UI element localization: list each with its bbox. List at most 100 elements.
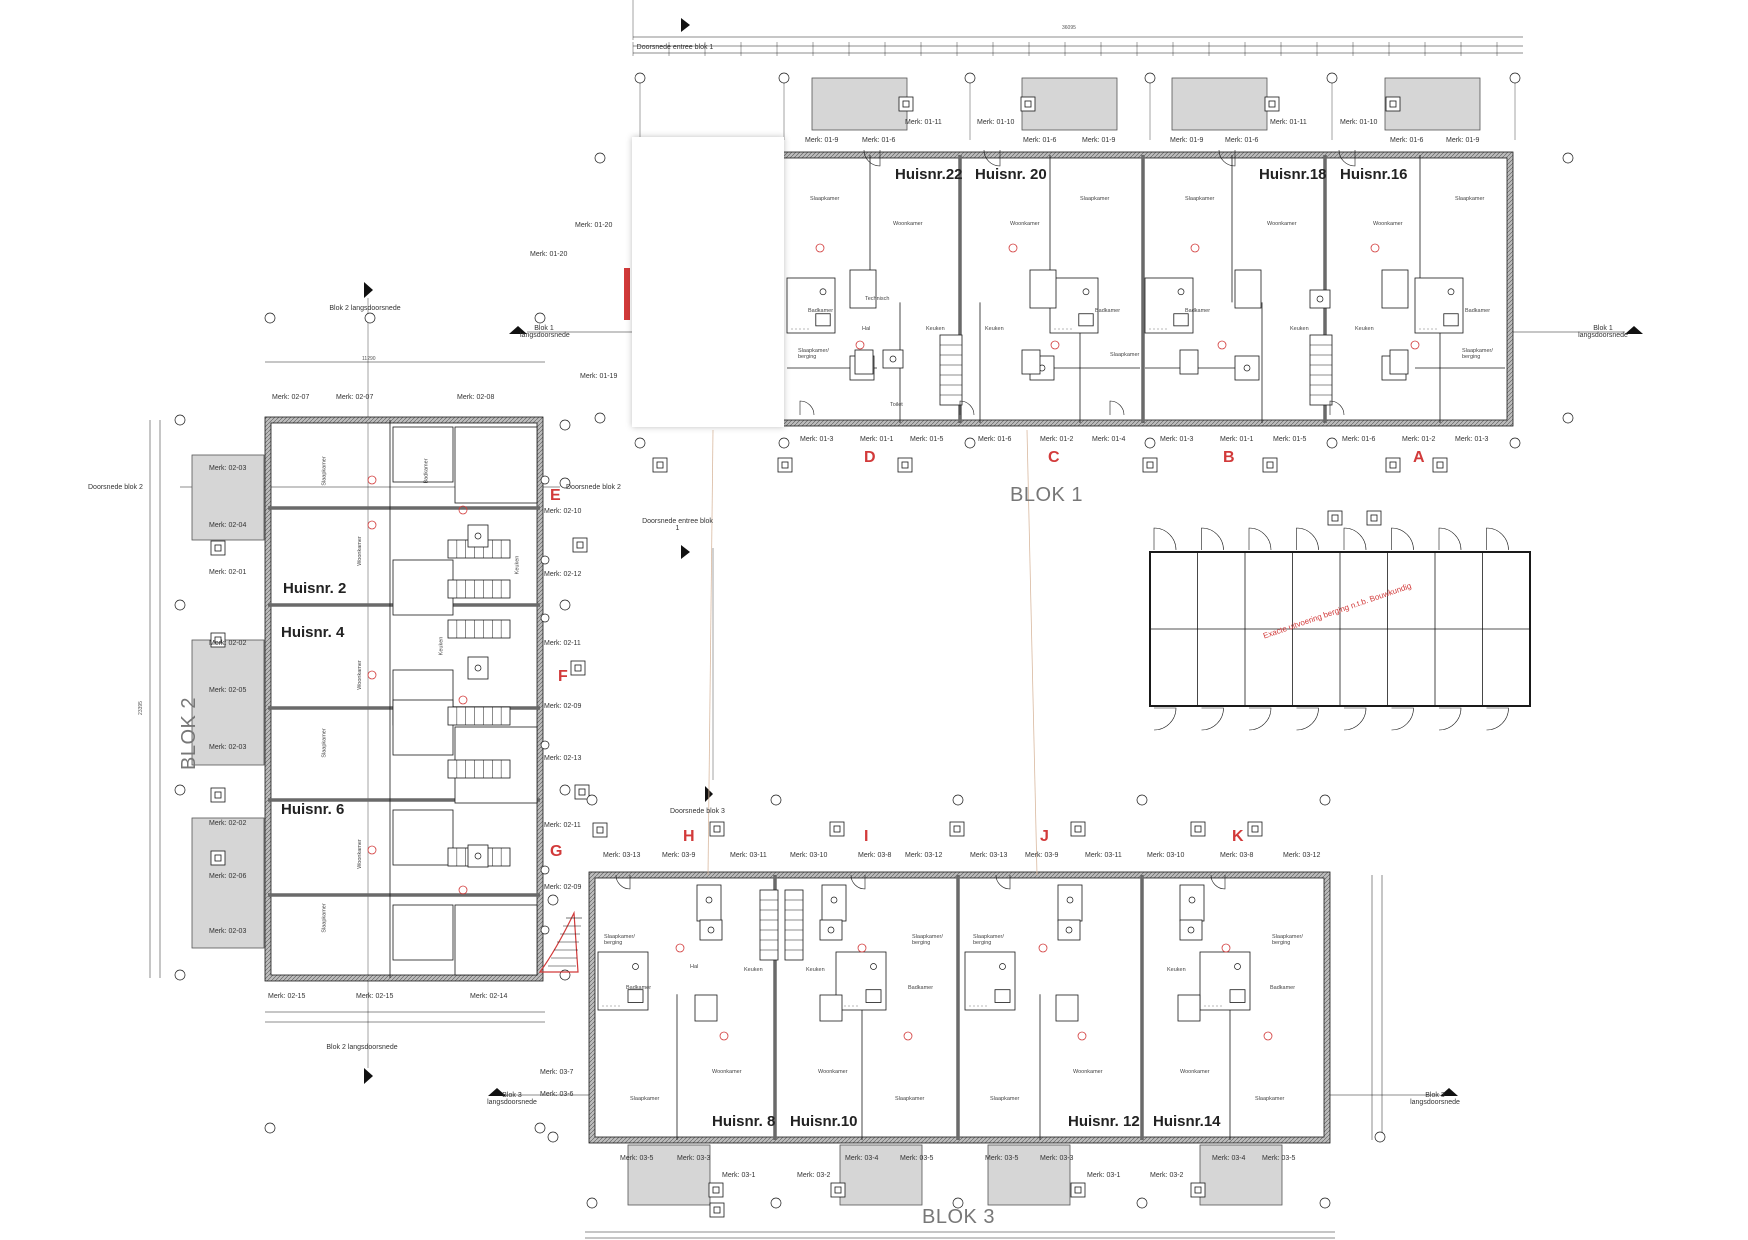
merk-label: Merk: 03-13 [603,852,641,859]
section-label: Blok 1 langsdoorsnede [520,325,570,339]
merk-label: Merk: 02-10 [544,508,582,515]
room-label: Keuken [744,967,763,973]
bedroom [454,426,538,504]
door-swing [863,149,881,167]
merk-label: Merk: 02-03 [209,928,247,935]
column-marker [1436,461,1444,469]
unit-letter-a: A [1413,449,1425,466]
hob [1187,926,1195,934]
door-bubble [540,555,550,565]
technical-room [819,994,843,1022]
unit-letter-e: E [550,487,561,504]
dimension-value: 36095 [1062,25,1076,31]
toilet-bowl [1066,896,1074,904]
merk-label: Merk: 03-10 [790,852,828,859]
merk-label: Merk: 01-10 [977,119,1015,126]
bathroom [392,904,454,961]
grid-bubble [586,794,598,806]
room-label: Hal [862,326,871,332]
annex [839,1144,923,1206]
room-label: Keuken [806,967,825,973]
block-2-label: BLOK 2 [178,696,200,770]
merk-label: Merk: 01-3 [1455,436,1489,443]
room-label: Woonkamer [356,536,363,566]
sink [994,989,1011,1003]
grid-bubble [534,1122,546,1134]
overlay-panel [632,137,784,427]
room-label: Slaapkamer [895,1096,925,1102]
annex [191,639,265,766]
merk-label: Merk: 03-3 [677,1155,711,1162]
door-swing [1338,149,1356,167]
wall-outline [270,422,538,976]
annex [1171,77,1268,131]
room-label: Woonkamer [712,1069,742,1075]
grid-bubble [559,419,571,431]
merk-label: Merk: 03-12 [1283,852,1321,859]
bathroom [392,426,454,483]
room-label: Woonkamer [893,221,923,227]
room-label: Slaapkamer [321,728,328,758]
unit-letter-b: B [1223,449,1235,466]
house-number-6: Huisnr. 6 [281,801,345,818]
sink [1173,313,1189,327]
merk-label: Merk: 03-1 [1087,1172,1121,1179]
annex [191,454,265,541]
stair [784,889,804,961]
room-label: Woonkamer [1010,221,1040,227]
merk-label: Merk: 01-9 [1446,137,1480,144]
merk-label: Merk: 03-12 [905,852,943,859]
bathroom [1144,277,1194,334]
merk-label: Merk: 03-7 [540,1069,574,1076]
room-tag [1038,943,1048,953]
room-tag [1221,943,1231,953]
door-swing [1438,527,1462,551]
room-label: Slaapkamer [321,903,328,933]
room-label: Slaapkamer/ berging [1462,348,1493,360]
section-label: Blok 1 langsdoorsnede [1578,325,1628,339]
door-swing [1153,527,1177,551]
section-marker [364,1068,373,1084]
room-label: Keuken [985,326,1004,332]
room-label: Badkamer [1465,308,1491,314]
wall-outline [264,416,544,982]
room-label: Slaapkamer/ berging [604,934,635,946]
grid-bubble [264,1122,276,1134]
toilet-bowl [1188,896,1196,904]
section-label: Doorsnede blok 2 [88,484,143,491]
bedroom [454,904,538,976]
merk-label: Merk: 02-11 [544,640,581,647]
grid-bubble [1144,437,1156,449]
room-label: Woonkamer [1373,221,1403,227]
technical-room [694,994,718,1022]
section-label: Blok 2 langsdoorsnede [326,1044,398,1051]
grid-bubble [364,312,376,324]
toilet-bowl [705,896,713,904]
sink [1078,313,1094,327]
meter-cupboard [854,349,874,375]
section-marker [1440,1088,1458,1096]
column-marker [576,541,584,549]
stair [1309,334,1333,406]
grid-bubble [547,1131,559,1143]
room-label: Keuken [438,636,445,656]
sink [865,989,882,1003]
section-label: Doorsnede entree blok 1 [642,518,713,532]
grid-bubble [547,894,559,906]
grid-bubble [1319,794,1331,806]
grid-bubble [1509,72,1521,84]
hob [474,664,482,672]
merk-label: Merk: 02-06 [209,873,247,880]
room-tag [1217,340,1227,350]
room-tag [815,243,825,253]
merk-label: Merk: 03-3 [1040,1155,1074,1162]
room-label: Keuken [1290,326,1309,332]
room-label: Keuken [514,555,521,575]
merk-label: Merk: 01-10 [1340,119,1378,126]
room-tag [367,475,377,485]
merk-label: Merk: 02-03 [209,744,247,751]
grid-bubble [778,72,790,84]
merk-label: Merk: 03-5 [1262,1155,1296,1162]
grid-bubble [1374,1131,1386,1143]
column-marker [656,461,664,469]
